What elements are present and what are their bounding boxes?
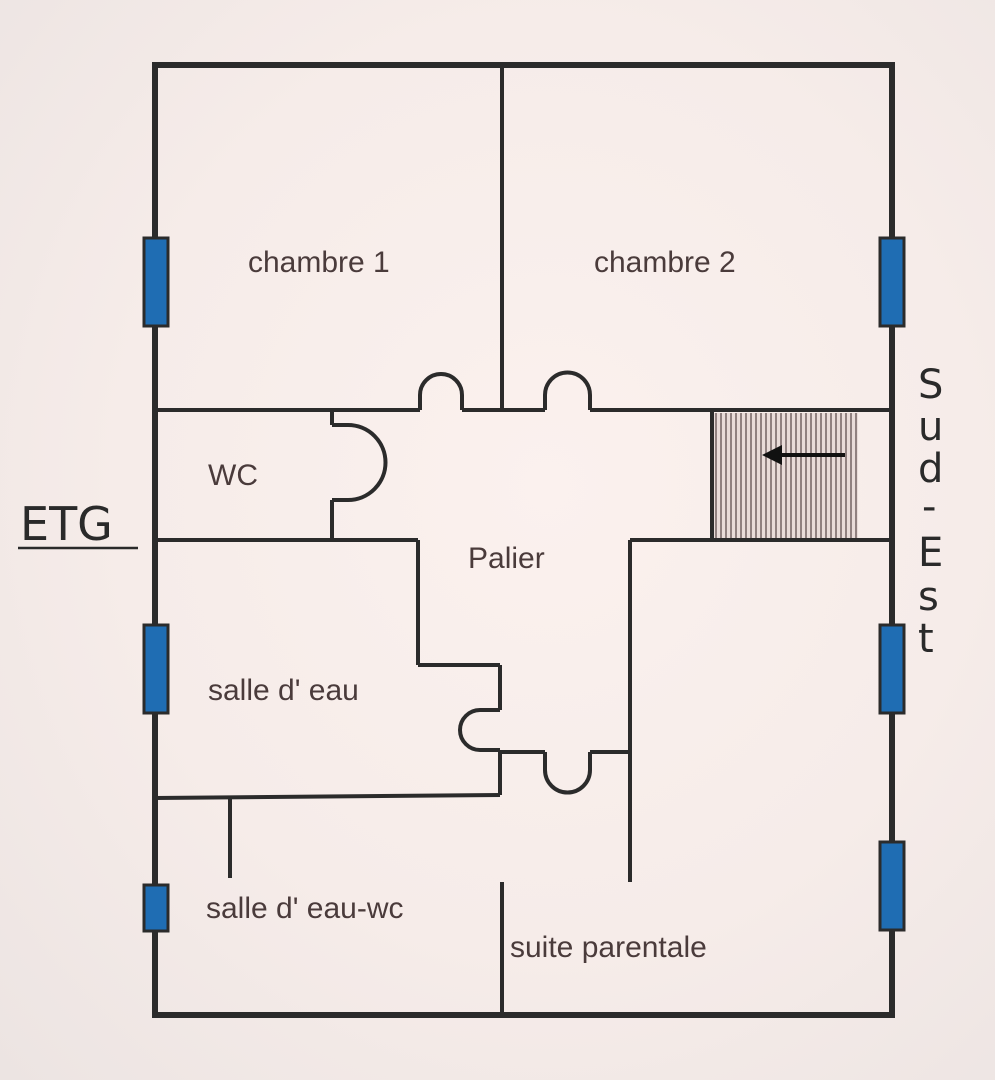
window-chambre1 [142,236,170,328]
door-salle-eau [458,708,500,752]
room-label-chambre-1: chambre 1 [248,246,390,279]
room-label-salle-eau-wc: salle d' eau-wc [206,892,404,925]
room-label-wc: WC [208,459,258,492]
orientation-char: d [918,446,943,492]
orientation-char: S [918,362,943,408]
room-label-palier: Palier [468,542,545,575]
orientation-char: t [918,616,934,662]
window-salle-eau-wc [142,883,170,933]
door-chambre1 [418,372,464,410]
orientation-char: E [918,530,943,576]
stairs [714,413,858,538]
doors [332,370,592,795]
floor-annotation: ETG [20,497,113,551]
interior-walls [154,65,892,1015]
door-chambre2 [543,370,592,410]
room-label-suite-parentale: suite parentale [510,931,707,964]
orientation-char: s [918,574,939,620]
orientation-char: - [922,484,936,530]
stairs-arrow-icon [762,445,845,465]
window-salle-eau [142,623,170,715]
orientation-annotation: S u d - E s t [918,362,943,662]
room-label-salle-eau: salle d' eau [208,674,359,707]
orientation-char: u [918,404,943,450]
windows [142,236,906,933]
window-chambre2 [878,236,906,328]
room-label-chambre-2: chambre 2 [594,246,736,279]
window-suite-upper [878,623,906,715]
door-suite [543,752,592,795]
door-wc [332,423,388,502]
window-suite-lower [878,840,906,932]
